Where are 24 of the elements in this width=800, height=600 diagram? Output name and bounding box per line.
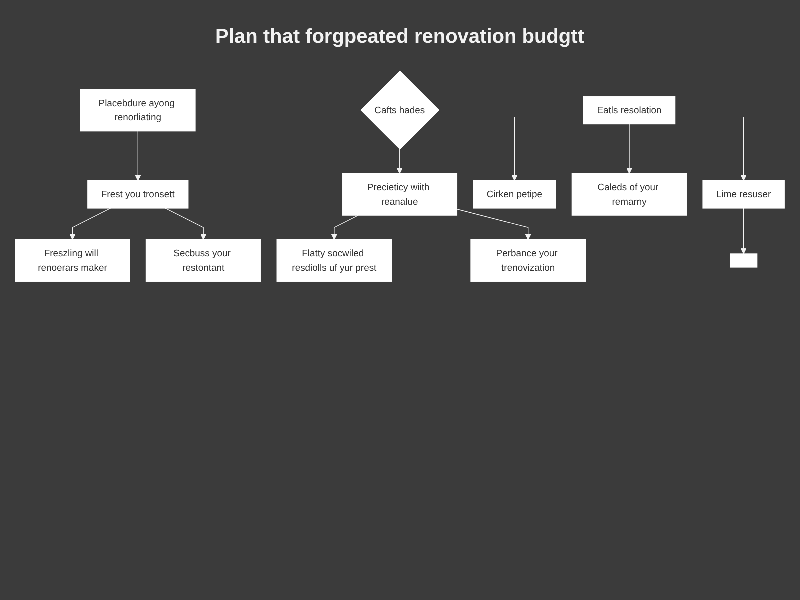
diagram-title: Plan that forgpeated renovation budgtt bbox=[216, 25, 584, 49]
arrow bbox=[626, 124, 632, 174]
arrow bbox=[512, 116, 518, 182]
arrow bbox=[70, 208, 112, 240]
decision-diamond: Cafts hades bbox=[360, 70, 440, 150]
arrow bbox=[165, 208, 207, 240]
arrow bbox=[740, 208, 747, 254]
process-box: Flatty socwiled resdiolls uf yur prest bbox=[276, 240, 392, 282]
arrow bbox=[331, 215, 359, 240]
process-box: Lime resuser bbox=[702, 180, 785, 209]
process-box: Eatls resolation bbox=[583, 96, 676, 125]
process-box: Caleds of your remarny bbox=[572, 173, 688, 216]
process-box: Perbance your trenovization bbox=[470, 240, 586, 282]
process-box bbox=[730, 254, 758, 268]
arrow bbox=[396, 149, 403, 174]
process-box: Secbuss your restontant bbox=[146, 240, 262, 282]
process-box: Frest you tronsett bbox=[88, 180, 189, 209]
arrow bbox=[135, 131, 142, 182]
process-box: Precieticy wiith reanalue bbox=[342, 173, 458, 216]
arrow bbox=[456, 209, 532, 240]
process-box: Cirken petipe bbox=[473, 180, 556, 209]
arrow bbox=[740, 116, 747, 182]
process-box: Freszling will renoerars maker bbox=[15, 240, 130, 282]
process-box: Placebdure ayong renorliating bbox=[80, 89, 196, 132]
